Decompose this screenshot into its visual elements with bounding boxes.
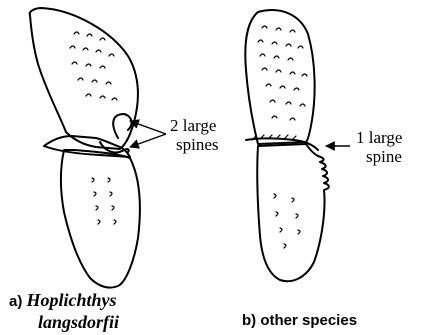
panel-b-drawing xyxy=(245,10,329,281)
panel-a-arrow-upper xyxy=(130,121,166,134)
panel-a-species-line1: Hoplichthys xyxy=(27,290,117,310)
panel-a-drawing xyxy=(30,8,140,288)
panel-a-lower-lobe xyxy=(61,150,140,288)
panel-a-species-line2: langsdorfii xyxy=(38,312,119,333)
panel-b-denticles-lower xyxy=(274,194,300,248)
panel-b-caption: b) other species xyxy=(242,312,357,329)
panel-b-lower-lobe xyxy=(257,144,329,281)
panel-a-denticles-lower xyxy=(92,178,116,224)
panel-a-annotation-line2: spines xyxy=(176,135,219,154)
panel-a-caption: a) Hoplichthys xyxy=(9,290,117,311)
panel-b-denticles-upper xyxy=(258,26,307,120)
panel-a-label: a) xyxy=(9,293,22,310)
panel-b-annotation-line2: spine xyxy=(366,147,402,166)
panel-a-upper-lobe xyxy=(30,8,138,149)
panel-a-denticles-upper xyxy=(70,32,117,100)
panel-b-annotation-line1: 1 large xyxy=(356,128,402,147)
panel-b-upper-lobe xyxy=(245,10,314,144)
panel-a-arrow-lower xyxy=(130,134,166,147)
panel-a-annotation-line1: 2 large xyxy=(170,116,216,135)
